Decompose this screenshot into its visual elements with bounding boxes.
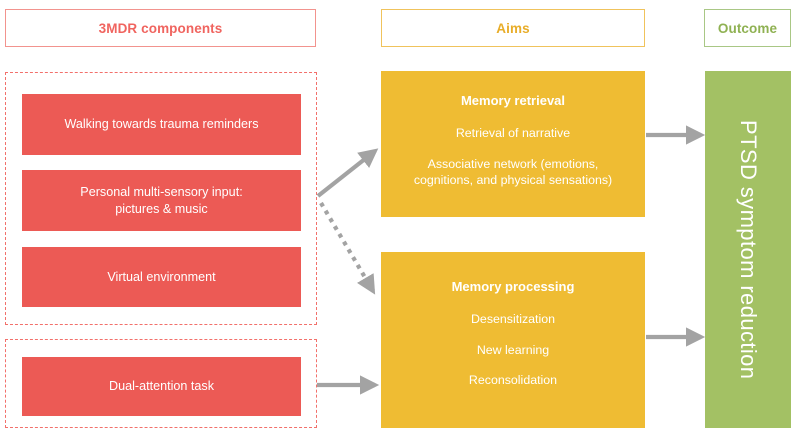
aim-line: Associative network (emotions,cognitions… — [413, 156, 613, 188]
component-box-virtual-environment: Virtual environment — [22, 247, 301, 307]
component-box-walking-towards-trauma-reminders: Walking towards trauma reminders — [22, 94, 301, 155]
header-aims: Aims — [381, 9, 645, 47]
component-label: Virtual environment — [107, 269, 216, 284]
aim-box-memory-retrieval: Memory retrieval Retrieval of narrative … — [381, 71, 645, 217]
outcome-box-ptsd-symptom-reduction: PTSD symptom reduction — [705, 71, 791, 428]
header-3mdr-components-label: 3MDR components — [98, 20, 223, 36]
aim-title: Memory retrieval — [460, 93, 566, 108]
header-outcome-label: Outcome — [717, 20, 778, 36]
component-label: Personal multi-sensory input:pictures & … — [80, 184, 243, 216]
aim-line: Desensitization — [470, 312, 556, 326]
aim-line: New learning — [476, 342, 550, 357]
component-box-dual-attention-task: Dual-attention task — [22, 357, 301, 416]
component-box-personal-multi-sensory-input: Personal multi-sensory input:pictures & … — [22, 170, 301, 231]
arrow-components-to-memory-processing — [319, 201, 376, 295]
aim-line: Retrieval of narrative — [455, 126, 571, 140]
aim-title: Memory processing — [451, 279, 575, 294]
header-outcome: Outcome — [704, 9, 791, 47]
header-aims-label: Aims — [496, 20, 530, 36]
header-3mdr-components: 3MDR components — [5, 9, 316, 47]
component-label: Walking towards trauma reminders — [64, 117, 259, 131]
component-group-secondary — [5, 339, 317, 428]
aim-line: Reconsolidation — [468, 373, 558, 387]
arrow-components-to-memory-retrieval — [316, 148, 379, 198]
component-label: Dual-attention task — [108, 379, 214, 393]
component-group-primary — [5, 72, 317, 325]
aim-box-memory-processing: Memory processing Desensitization New le… — [381, 252, 645, 428]
outcome-label: PTSD symptom reduction — [736, 119, 761, 380]
